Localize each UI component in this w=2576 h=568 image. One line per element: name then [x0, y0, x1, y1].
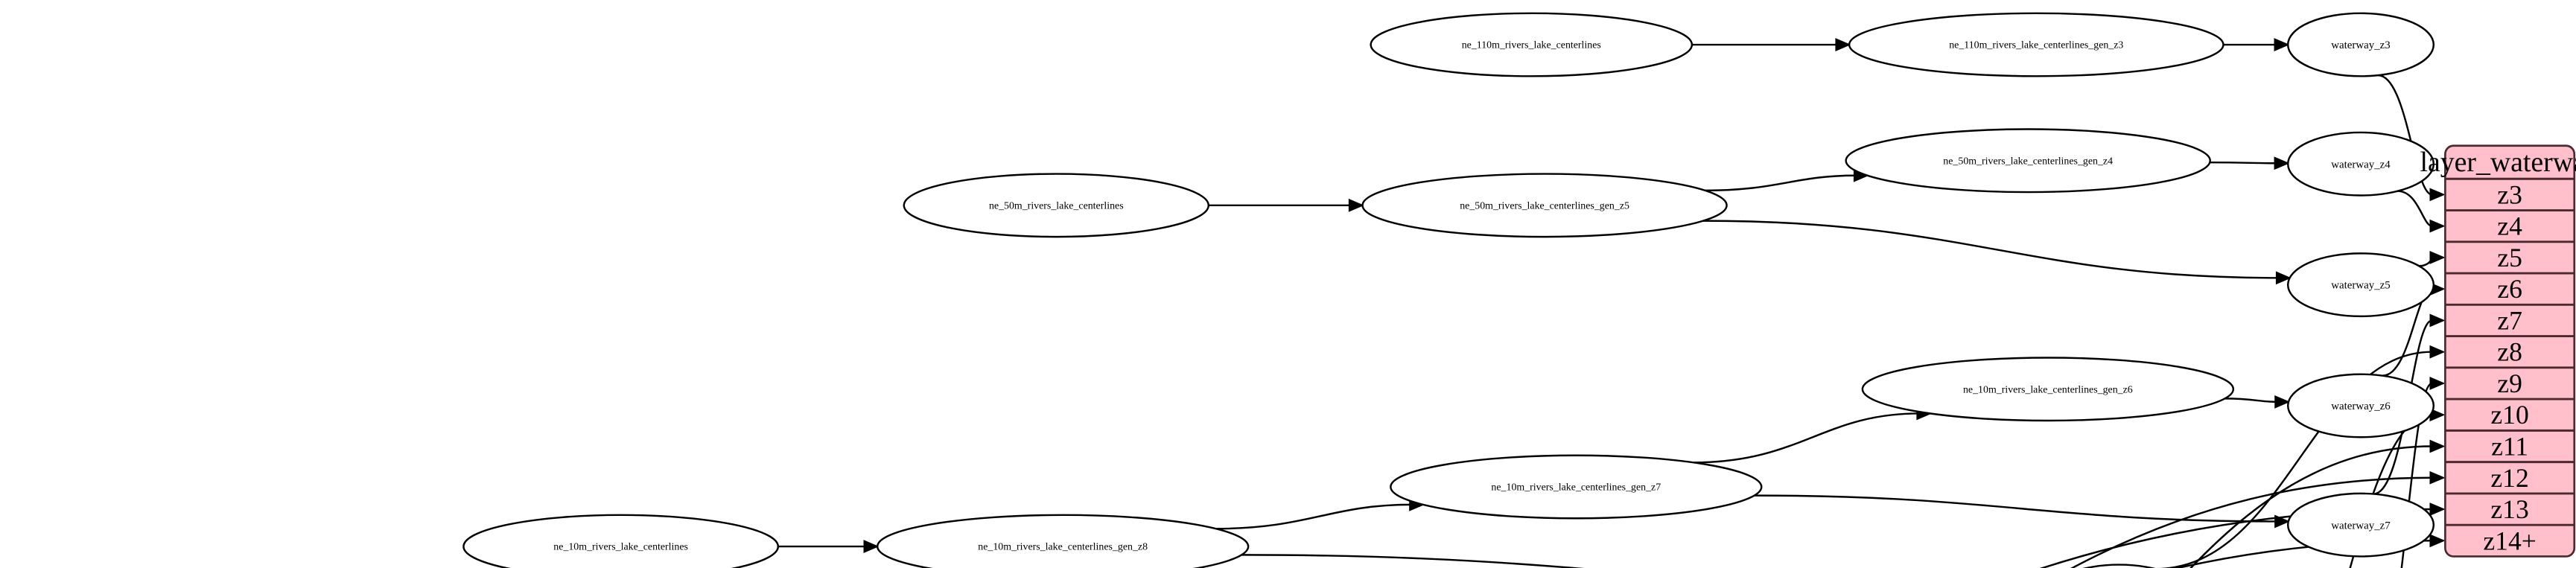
- node-ellipse-ne_50m_rivers_lake_centerlines_gen_z5[interactable]: [1361, 173, 1728, 238]
- node-ellipse-ne_110m_rivers_lake_centerlines_gen_z3[interactable]: [1848, 12, 2224, 77]
- layer-table-row-z10[interactable]: z10: [2490, 400, 2528, 430]
- node-label-ne_50m_rivers_lake_centerlines: ne_50m_rivers_lake_centerlines: [989, 200, 1124, 211]
- edge-ne_10m_rivers_lake_centerlines_gen_z7-to-ne_10m_rivers_lake_centerlines_gen_z6: [1694, 412, 1919, 464]
- node-ellipse-ne_10m_rivers_lake_centerlines_gen_z6[interactable]: [1861, 357, 2235, 422]
- edge-ne_50m_rivers_lake_centerlines_gen_z5-to-waterway_z5: [1703, 220, 2279, 279]
- node-waterway_z5[interactable]: waterway_z5: [2286, 252, 2435, 318]
- nodes-layer: imposm3osm_waterway_linestringosm_import…: [462, 12, 2435, 568]
- node-ellipse-waterway_z7[interactable]: [2286, 492, 2435, 558]
- node-waterway_z3[interactable]: waterway_z3: [2286, 12, 2435, 77]
- node-label-waterway_z5: waterway_z5: [2331, 280, 2390, 292]
- edge-arrowhead: [2429, 345, 2446, 359]
- edge-arrowhead: [2429, 534, 2446, 548]
- node-ellipse-ne_10m_rivers_lake_centerlines[interactable]: [462, 514, 779, 568]
- edge-arrowhead: [2274, 156, 2290, 170]
- edge-waterway_z8-to-table-row-z8: [2155, 351, 2432, 568]
- node-label-ne_110m_rivers_lake_centerlines_gen_z3: ne_110m_rivers_lake_centerlines_gen_z3: [1949, 40, 2123, 51]
- layer-table-row-z7[interactable]: z7: [2497, 305, 2522, 335]
- node-ellipse-ne_10m_rivers_lake_centerlines_gen_z8[interactable]: [877, 514, 1250, 568]
- node-ne_10m_rivers_lake_centerlines_gen_z6[interactable]: ne_10m_rivers_lake_centerlines_gen_z6: [1861, 357, 2235, 422]
- node-waterway_z4[interactable]: waterway_z4: [2286, 131, 2435, 197]
- edges-layer: [777, 38, 2446, 568]
- node-label-ne_10m_rivers_lake_centerlines_gen_z8: ne_10m_rivers_lake_centerlines_gen_z8: [978, 542, 1148, 553]
- node-label-ne_10m_rivers_lake_centerlines_gen_z6: ne_10m_rivers_lake_centerlines_gen_z6: [1963, 384, 2133, 395]
- node-label-ne_110m_rivers_lake_centerlines: ne_110m_rivers_lake_centerlines: [1462, 40, 1601, 51]
- node-ne_50m_rivers_lake_centerlines[interactable]: ne_50m_rivers_lake_centerlines: [903, 173, 1210, 238]
- node-ne_110m_rivers_lake_centerlines[interactable]: ne_110m_rivers_lake_centerlines: [1370, 12, 1694, 77]
- edge-waterway_z13-to-table-row-z13: [2039, 508, 2432, 568]
- edge-arrowhead: [2274, 514, 2291, 529]
- node-label-waterway_z3: waterway_z3: [2331, 39, 2390, 51]
- layer-table-outer[interactable]: [2444, 144, 2576, 558]
- edge-arrowhead: [2429, 313, 2446, 328]
- node-label-ne_10m_rivers_lake_centerlines_gen_z7: ne_10m_rivers_lake_centerlines_gen_z7: [1491, 482, 1661, 494]
- layer-table-row-z4[interactable]: z4: [2497, 211, 2522, 241]
- edge-waterway_z11-to-table-row-z11: [2189, 445, 2432, 568]
- edge-arrowhead: [863, 540, 880, 553]
- node-ellipse-ne_50m_rivers_lake_centerlines[interactable]: [903, 173, 1210, 238]
- layer-table-row-z8[interactable]: z8: [2497, 337, 2522, 367]
- edge-ne_10m_rivers_lake_centerlines_gen_z8-to-ne_10m_rivers_lake_centerlines_gen_z7: [1215, 503, 1412, 530]
- edge-waterway_z3-to-table-row-z3: [2377, 74, 2433, 196]
- node-ellipse-waterway_z4[interactable]: [2286, 131, 2435, 197]
- layer-waterway-table: layer_waterwayz3z4z5z6z7z8z9z10z11z12z13…: [2420, 144, 2576, 558]
- node-label-ne_10m_rivers_lake_centerlines: ne_10m_rivers_lake_centerlines: [553, 542, 688, 553]
- node-ne_10m_rivers_lake_centerlines[interactable]: ne_10m_rivers_lake_centerlines: [462, 514, 779, 568]
- node-label-ne_50m_rivers_lake_centerlines_gen_z5: ne_50m_rivers_lake_centerlines_gen_z5: [1460, 200, 1629, 211]
- node-ellipse-ne_10m_rivers_lake_centerlines_gen_z7[interactable]: [1390, 454, 1763, 520]
- edge-ne_50m_rivers_lake_centerlines_gen_z5-to-ne_50m_rivers_lake_centerlines_gen_z4: [1705, 174, 1857, 192]
- node-ellipse-waterway_z6[interactable]: [2286, 373, 2435, 438]
- node-ne_50m_rivers_lake_centerlines_gen_z5[interactable]: ne_50m_rivers_lake_centerlines_gen_z5: [1361, 173, 1728, 238]
- layer-table-row-z12[interactable]: z12: [2490, 463, 2528, 493]
- node-ellipse-ne_110m_rivers_lake_centerlines[interactable]: [1370, 12, 1694, 77]
- edge-waterway_z4-to-table-row-z4: [2397, 190, 2432, 227]
- node-label-waterway_z4: waterway_z4: [2331, 159, 2391, 170]
- node-ne_110m_rivers_lake_centerlines_gen_z3[interactable]: ne_110m_rivers_lake_centerlines_gen_z3: [1848, 12, 2224, 77]
- edge-arrowhead: [2429, 250, 2446, 264]
- node-ellipse-waterway_z3[interactable]: [2286, 12, 2435, 77]
- edge-arrowhead: [1348, 198, 1364, 212]
- node-label-ne_50m_rivers_lake_centerlines_gen_z4: ne_50m_rivers_lake_centerlines_gen_z4: [1943, 156, 2113, 167]
- edge-waterway_z12-to-table-row-z12: [2070, 476, 2432, 568]
- edge-arrowhead: [2429, 502, 2446, 516]
- layer-table-row-z6[interactable]: z6: [2497, 274, 2522, 304]
- edge-arrowhead: [1835, 38, 1851, 51]
- layer-table-row-z13[interactable]: z13: [2490, 494, 2528, 524]
- edge-ne_10m_rivers_lake_centerlines_gen_z6-to-waterway_z6: [2224, 398, 2277, 403]
- layer-table-title: layer_waterway: [2420, 147, 2576, 178]
- node-ne_10m_rivers_lake_centerlines_gen_z8[interactable]: ne_10m_rivers_lake_centerlines_gen_z8: [877, 514, 1250, 568]
- edge-arrowhead: [2429, 188, 2446, 202]
- edge-ne_10m_rivers_lake_centerlines_gen_z8-to-waterway_z8: [1241, 554, 1586, 568]
- node-waterway_z8[interactable]: waterway_z8: [2047, 564, 2192, 568]
- edge-arrowhead: [2274, 395, 2291, 409]
- layer-table-row-z9[interactable]: z9: [2497, 368, 2522, 398]
- node-ellipse-ne_50m_rivers_lake_centerlines_gen_z4[interactable]: [1845, 128, 2211, 194]
- node-ne_10m_rivers_lake_centerlines_gen_z7[interactable]: ne_10m_rivers_lake_centerlines_gen_z7: [1390, 454, 1763, 520]
- node-label-waterway_z7: waterway_z7: [2331, 520, 2391, 532]
- node-ellipse-waterway_z5[interactable]: [2286, 252, 2435, 318]
- edge-arrowhead: [2274, 38, 2290, 51]
- layer-table-row-z3[interactable]: z3: [2497, 179, 2522, 209]
- edge-arrowhead: [2429, 439, 2446, 453]
- node-waterway_z7[interactable]: waterway_z7: [2286, 492, 2435, 558]
- edge-arrowhead: [2429, 377, 2446, 390]
- edge-arrowhead: [2429, 219, 2446, 233]
- edge-ne_10m_rivers_lake_centerlines_gen_z7-to-waterway_z7: [1754, 494, 2277, 523]
- edge-waterway_z10-to-table-row-z10: [2349, 414, 2432, 568]
- node-ellipse-waterway_z8[interactable]: [2047, 564, 2192, 568]
- node-ne_50m_rivers_lake_centerlines_gen_z4[interactable]: ne_50m_rivers_lake_centerlines_gen_z4: [1845, 128, 2211, 194]
- layer-table-row-z5[interactable]: z5: [2497, 243, 2522, 272]
- edge-arrowhead: [2275, 271, 2292, 285]
- layer-table-row-z14+[interactable]: z14+: [2483, 526, 2536, 555]
- edge-ne_50m_rivers_lake_centerlines_gen_z4-to-waterway_z4: [2210, 161, 2277, 165]
- edge-arrowhead: [2429, 470, 2446, 485]
- layer-table-row-z11[interactable]: z11: [2491, 431, 2528, 461]
- node-label-waterway_z6: waterway_z6: [2331, 401, 2391, 412]
- node-waterway_z6[interactable]: waterway_z6: [2286, 373, 2435, 438]
